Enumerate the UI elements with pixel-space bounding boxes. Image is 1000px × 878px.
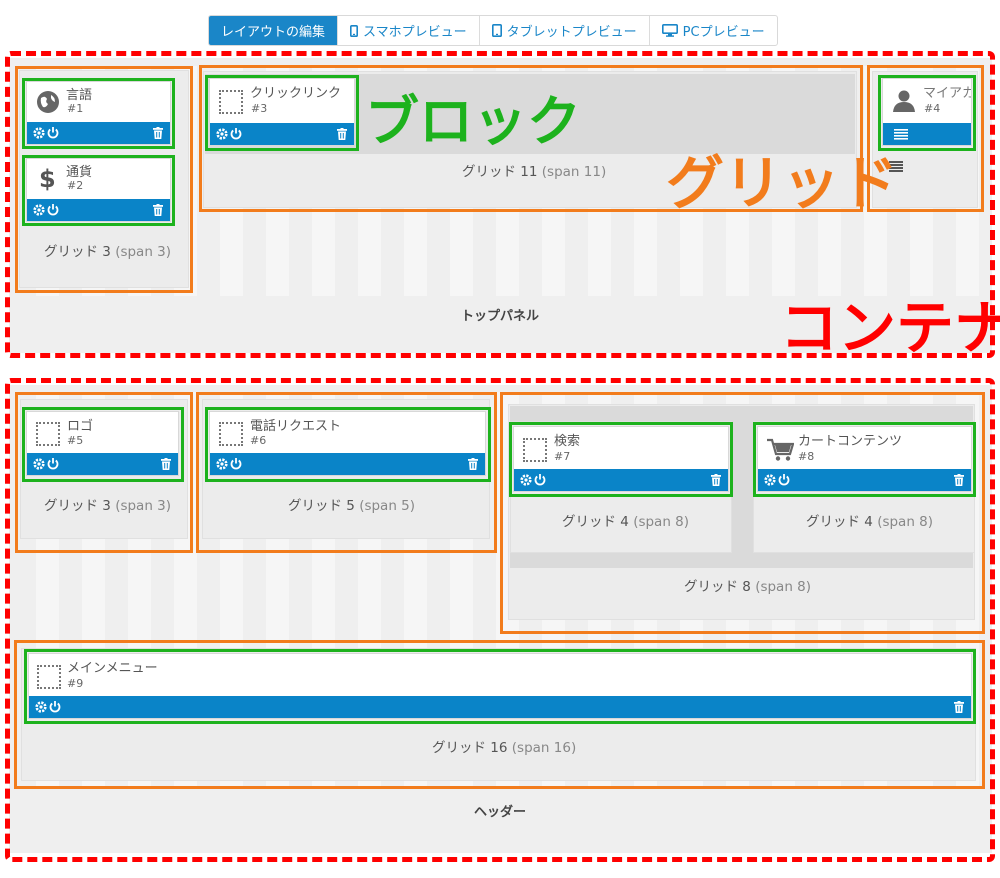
tab-smartphone-preview[interactable]: スマホプレビュー xyxy=(337,16,479,45)
gear-icon[interactable] xyxy=(33,204,45,216)
trash-icon[interactable] xyxy=(954,701,964,713)
header-label: ヘッダー xyxy=(474,805,527,820)
block-toolbar xyxy=(883,123,971,145)
placeholder-icon xyxy=(36,422,60,446)
gear-icon[interactable] xyxy=(764,474,776,486)
list-icon xyxy=(889,157,903,176)
block-toolbar xyxy=(210,123,354,145)
grid-label: グリッド 4 (span 8) xyxy=(806,514,934,530)
tab-tablet-preview[interactable]: タブレットプレビュー xyxy=(478,16,649,45)
block-toolbar xyxy=(210,453,485,475)
tab-pc-preview[interactable]: PCプレビュー xyxy=(648,16,777,45)
grid-label: グリッド 16 (span 16) xyxy=(432,740,577,756)
block-name: 検索 xyxy=(554,434,581,449)
block-logo[interactable]: ロゴ #5 xyxy=(26,411,179,476)
grid-label: グリッド 3 (span 3) xyxy=(44,498,172,514)
annotation-container: コンテナ xyxy=(780,294,1000,362)
grid-label: グリッド 5 (span 5) xyxy=(288,498,416,514)
block-main-menu[interactable]: メインメニュー #9 xyxy=(28,653,972,719)
gear-icon[interactable] xyxy=(35,701,47,713)
block-toolbar xyxy=(514,469,728,491)
tablet-icon xyxy=(491,24,502,37)
tab-label: スマホプレビュー xyxy=(363,25,467,40)
trash-icon[interactable] xyxy=(711,474,721,486)
block-name: 言語 xyxy=(66,88,93,103)
trash-icon[interactable] xyxy=(153,127,163,139)
block-id: #6 xyxy=(250,434,267,447)
block-id: #9 xyxy=(67,677,84,690)
user-icon xyxy=(893,90,915,112)
block-toolbar xyxy=(27,122,170,144)
block-language[interactable]: 言語 #1 xyxy=(26,81,171,145)
block-cart-contents[interactable]: カートコンテンツ #8 xyxy=(757,426,972,492)
gear-icon[interactable] xyxy=(33,127,45,139)
placeholder-icon xyxy=(523,438,547,462)
dollar-icon: $ xyxy=(39,165,56,193)
grid-label: グリッド 11 (span 11) xyxy=(462,164,607,180)
gear-icon[interactable] xyxy=(520,474,532,486)
trash-icon[interactable] xyxy=(468,458,478,470)
grid-label: グリッド 8 (span 8) xyxy=(684,579,812,595)
block-id: #1 xyxy=(67,102,84,115)
top-panel-label: トップパネル xyxy=(461,309,540,324)
cart-icon xyxy=(767,438,794,461)
preview-tabs: レイアウトの編集 スマホプレビュー タブレットプレビュー PCプレビュー xyxy=(208,15,778,46)
block-id: #2 xyxy=(67,179,84,192)
smartphone-icon xyxy=(350,24,359,37)
block-my-account[interactable]: マイアカ #4 xyxy=(882,78,972,146)
block-id: #8 xyxy=(798,450,815,463)
power-icon[interactable] xyxy=(230,127,242,140)
block-phone-request[interactable]: 電話リクエスト #6 xyxy=(209,411,486,476)
block-toolbar xyxy=(758,469,971,491)
block-id: #4 xyxy=(924,102,941,115)
grid-label: グリッド 3 (span 3) xyxy=(44,244,172,260)
globe-icon xyxy=(37,91,59,113)
power-icon[interactable] xyxy=(49,700,61,713)
power-icon[interactable] xyxy=(47,203,59,216)
power-icon[interactable] xyxy=(230,457,242,470)
placeholder-icon xyxy=(219,90,243,114)
block-toolbar xyxy=(27,199,170,221)
power-icon[interactable] xyxy=(47,457,59,470)
placeholder-icon xyxy=(219,422,243,446)
block-name: 通貨 xyxy=(66,165,93,180)
block-id: #7 xyxy=(554,450,571,463)
gear-icon[interactable] xyxy=(216,458,228,470)
gear-icon[interactable] xyxy=(33,458,45,470)
block-name: メインメニュー xyxy=(67,661,158,676)
annotation-block: ブロック xyxy=(365,90,581,153)
block-toolbar xyxy=(29,696,971,718)
block-name: マイアカ xyxy=(923,86,972,101)
block-toolbar xyxy=(27,453,178,475)
trash-icon[interactable] xyxy=(954,474,964,486)
annotation-grid: グリッド xyxy=(666,149,899,217)
gear-icon[interactable] xyxy=(216,128,228,140)
block-search[interactable]: 検索 #7 xyxy=(513,426,729,492)
tab-label: レイアウトの編集 xyxy=(221,25,326,40)
block-id: #3 xyxy=(251,102,268,115)
tab-label: PCプレビュー xyxy=(682,25,765,40)
tab-label: タブレットプレビュー xyxy=(506,25,637,40)
placeholder-icon xyxy=(37,665,61,689)
power-icon[interactable] xyxy=(778,473,790,486)
desktop-icon xyxy=(661,24,678,37)
power-icon[interactable] xyxy=(534,473,546,486)
block-id: #5 xyxy=(67,434,84,447)
block-name: カートコンテンツ xyxy=(798,434,903,449)
power-icon[interactable] xyxy=(47,126,59,139)
grid-label: グリッド 4 (span 8) xyxy=(562,514,690,530)
block-click-link[interactable]: クリックリンク #3 xyxy=(209,78,355,146)
trash-icon[interactable] xyxy=(337,128,347,140)
block-name: クリックリンク xyxy=(250,86,342,101)
block-name: 電話リクエスト xyxy=(250,419,342,434)
block-name: ロゴ xyxy=(67,419,94,434)
list-icon[interactable] xyxy=(894,129,908,140)
trash-icon[interactable] xyxy=(161,458,171,470)
trash-icon[interactable] xyxy=(153,204,163,216)
block-currency[interactable]: $ 通貨 #2 xyxy=(26,158,171,222)
tab-edit-layout[interactable]: レイアウトの編集 xyxy=(209,16,338,45)
